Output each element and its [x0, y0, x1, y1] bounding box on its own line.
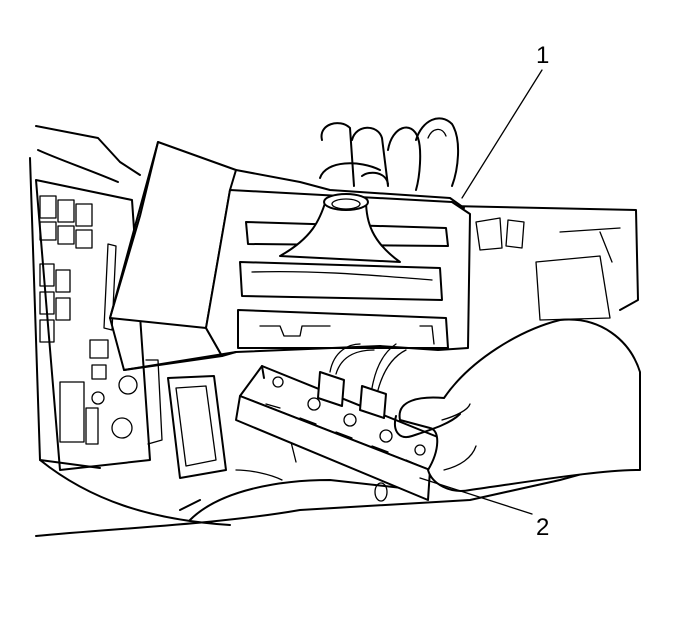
console-trim-plate	[109, 141, 471, 371]
center-console	[35, 205, 641, 537]
switch-assembly	[235, 343, 451, 501]
callout-2-label: 2	[536, 514, 550, 541]
callout-1-label: 1	[536, 42, 550, 69]
leader-line-2	[419, 477, 533, 515]
hands-top	[319, 117, 460, 191]
hand-right	[394, 318, 641, 492]
leader-line-1	[461, 69, 543, 199]
instrument-panel	[29, 125, 231, 526]
